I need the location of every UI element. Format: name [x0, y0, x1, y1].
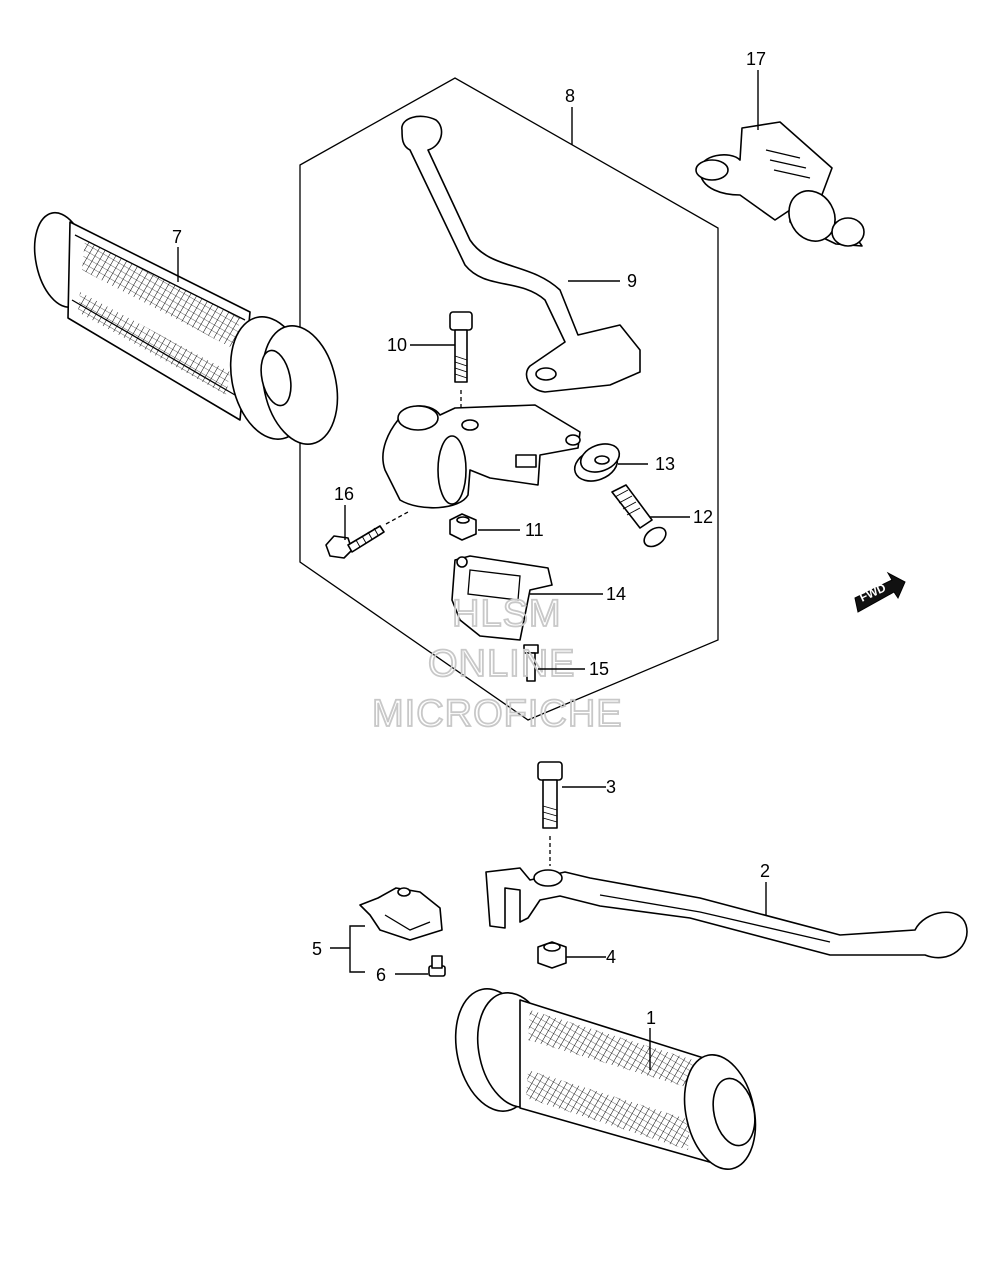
right-grip-part[interactable] [445, 981, 765, 1175]
callout-17: 17 [746, 49, 766, 69]
lever-holder-part[interactable] [382, 404, 581, 509]
watermark-line-3: MICROFICHE [372, 693, 623, 735]
callout-5: 5 [312, 939, 322, 959]
switch-screw-part[interactable] [523, 644, 539, 682]
callout-14: 14 [606, 584, 626, 604]
throttle-housing-part[interactable] [695, 121, 865, 250]
adjuster-nut-part[interactable] [570, 439, 623, 487]
clutch-lever-part[interactable] [401, 115, 641, 393]
callout-12: 12 [693, 507, 713, 527]
callout-11: 11 [525, 520, 544, 540]
brake-switch-part[interactable] [359, 887, 443, 941]
pivot-bolt-part[interactable] [449, 311, 473, 412]
callout-16: 16 [334, 484, 354, 504]
watermark: HLSM ONLINE MICROFICHE [371, 592, 623, 736]
clutch-switch-part[interactable] [451, 555, 553, 641]
fwd-arrow-icon: FWD [854, 571, 906, 613]
callout-15: 15 [589, 659, 609, 679]
holder-bolt-part[interactable] [325, 511, 409, 559]
brake-pivot-bolt-part[interactable] [537, 761, 563, 866]
callout-1: 1 [646, 1008, 656, 1028]
callout-4: 4 [606, 947, 616, 967]
adjuster-bolt-part[interactable] [611, 484, 669, 550]
callout-3: 3 [606, 777, 616, 797]
callouts: 1 2 3 4 5 6 7 8 9 10 11 12 13 14 15 16 1… [172, 49, 770, 1028]
nut-part[interactable] [449, 513, 477, 541]
left-grip-part[interactable] [27, 208, 348, 452]
brake-lever-part[interactable] [485, 867, 968, 959]
callout-2: 2 [760, 861, 770, 881]
lever-assembly-outline [299, 77, 719, 721]
callout-7: 7 [172, 227, 182, 247]
callout-10: 10 [387, 335, 407, 355]
watermark-line-2: ONLINE [428, 643, 575, 685]
watermark-line-1: HLSM [452, 593, 562, 635]
callout-8: 8 [565, 86, 575, 106]
brake-nut-part[interactable] [537, 941, 567, 969]
leader-lines [177, 70, 767, 1070]
brake-switch-screw-part[interactable] [428, 955, 446, 977]
callout-6: 6 [376, 965, 386, 985]
callout-9: 9 [627, 271, 637, 291]
callout-13: 13 [655, 454, 675, 474]
